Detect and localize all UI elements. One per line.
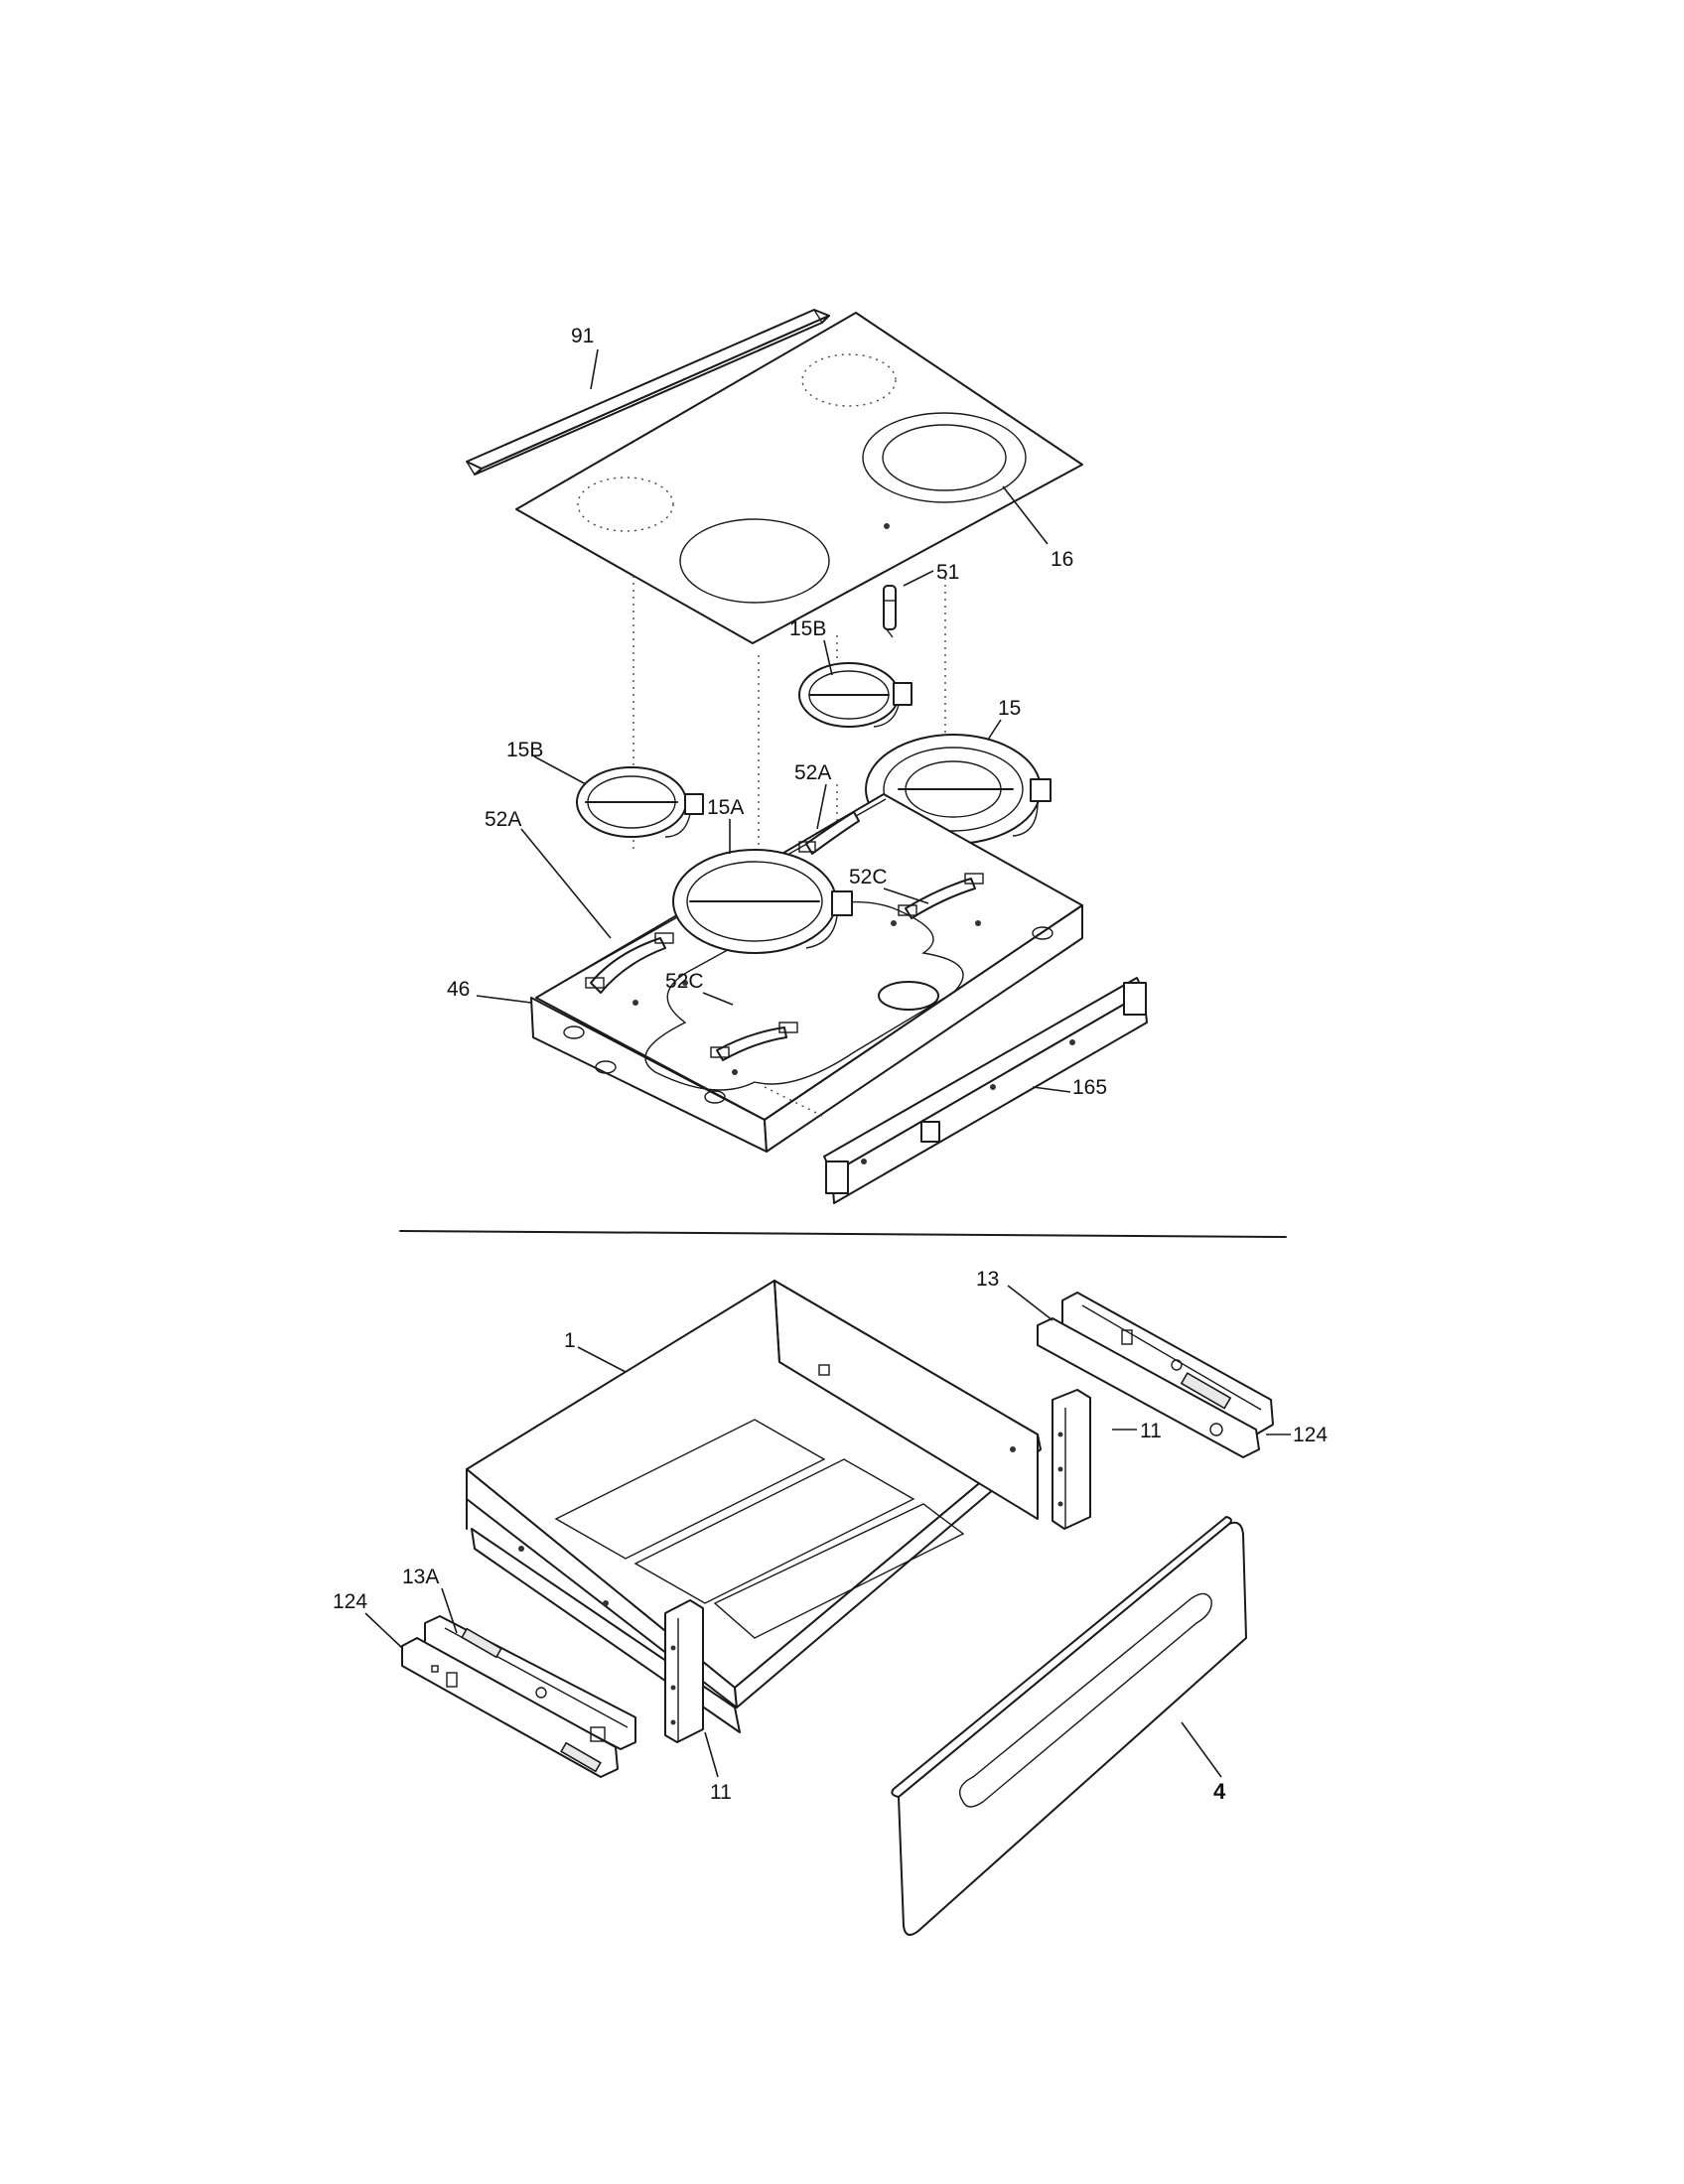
label-15B-top: 15B (789, 617, 826, 640)
label-52C-right: 52C (849, 866, 888, 888)
label-16: 16 (1051, 548, 1073, 571)
label-46: 46 (447, 978, 470, 1001)
part-52A-right-bracket (798, 811, 860, 855)
part-91-rear-trim (466, 309, 830, 476)
label-124-left: 124 (333, 1590, 367, 1613)
label-15B-left: 15B (506, 739, 543, 761)
part-1-drawer-body (466, 1280, 1042, 1733)
part-51-sensor (883, 585, 897, 638)
label-51: 51 (936, 561, 959, 584)
part-52C-left-bracket (710, 1022, 798, 1061)
part-11-right-bracket (1052, 1389, 1091, 1530)
label-13: 13 (976, 1268, 999, 1291)
label-13A: 13A (402, 1566, 439, 1588)
label-52A-right: 52A (794, 761, 831, 784)
part-165-rear-rail (764, 977, 1148, 1204)
label-15A: 15A (707, 796, 744, 819)
part-52A-left-bracket (585, 932, 674, 994)
part-15B-left-element (576, 766, 704, 838)
section-divider (399, 1230, 1287, 1238)
part-15B-top-element (798, 662, 912, 728)
part-13-right-slide (1037, 1292, 1274, 1458)
label-11-right: 11 (1140, 1420, 1162, 1442)
part-labels: 91 16 51 15B 15 15B 52A 52A 15A 52C 52C … (333, 325, 1328, 1804)
part-15A-element (672, 849, 853, 954)
part-46-burner-box (530, 793, 1083, 1153)
label-1: 1 (564, 1329, 576, 1352)
label-15: 15 (998, 697, 1021, 720)
part-16-glass-cooktop (515, 312, 1083, 644)
part-13A-left-slide (401, 1615, 636, 1778)
part-4-drawer-front (891, 1516, 1247, 1936)
label-124-right: 124 (1293, 1424, 1328, 1446)
label-11-left: 11 (710, 1781, 732, 1804)
part-11-left-bracket (664, 1599, 704, 1743)
part-52C-right-bracket (898, 873, 984, 919)
label-91: 91 (571, 325, 594, 347)
label-52C-left: 52C (665, 970, 704, 993)
alignment-lines (632, 571, 946, 913)
label-52A-left: 52A (485, 808, 521, 831)
label-165: 165 (1072, 1076, 1107, 1099)
leader-lines (364, 348, 1291, 1778)
label-4: 4 (1213, 1779, 1226, 1804)
